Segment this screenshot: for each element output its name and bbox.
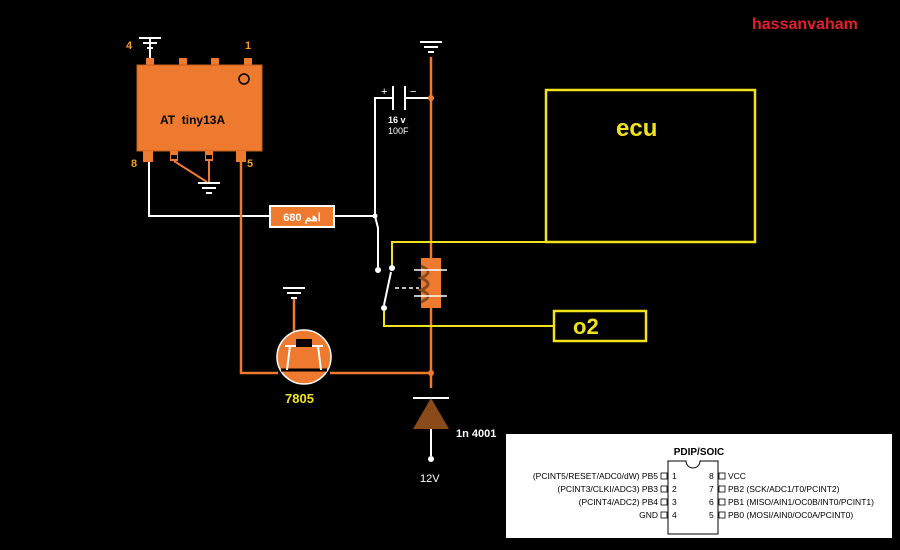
relay-coil	[414, 258, 447, 308]
pinout-left-name-4: GND	[639, 510, 658, 520]
mcu-attiny13a	[136, 58, 263, 162]
regulator-ground-icon	[283, 287, 305, 299]
yellow-wires	[383, 241, 554, 327]
capacitor-minus: −	[410, 86, 416, 98]
capacitor	[392, 86, 431, 110]
top-right-ground-icon	[420, 41, 442, 53]
resistor	[269, 205, 335, 228]
pinout-right-name-6: PB1 (MISO/AIN1/OC0B/INT0/PCINT1)	[728, 497, 874, 507]
pinout-right-num-6: 6	[709, 497, 714, 507]
pinout-title: PDIP/SOIC	[674, 447, 725, 458]
pinout-left-name-1: (PCINT5/RESET/ADC0/dW) PB5	[533, 471, 658, 481]
mcu-pin-label-1: 1	[245, 40, 251, 52]
o2-label: o2	[573, 314, 599, 339]
watermark-text: hassanvaham	[752, 16, 858, 33]
pinout-right-name-7: PB2 (SCK/ADC1/T0/PCINT2)	[728, 484, 840, 494]
rail-dot	[428, 95, 434, 101]
capacitor-voltage: 16 v	[388, 115, 406, 125]
capacitor-value: 100F	[388, 126, 409, 136]
pinout-right-num-7: 7	[709, 484, 714, 494]
mcu-pin-label-5: 5	[247, 158, 253, 170]
regulator-label: 7805	[285, 391, 314, 406]
pinout-right-num-5: 5	[709, 510, 714, 520]
pinout-right-name-8: VCC	[728, 471, 746, 481]
ecu-label: ecu	[616, 115, 657, 142]
mcu-pin-label-4: 4	[126, 40, 133, 52]
pinout-left-num-2: 2	[672, 484, 677, 494]
pinout-diagram: PDIP/SOIC (PCINT5/RESET/ADC0/dW) PB5 (PC…	[506, 434, 892, 538]
supply-label: 12V	[420, 473, 440, 485]
regulator-7805	[276, 329, 332, 385]
white-wires	[148, 97, 393, 267]
pinout-left-name-3: (PCINT4/ADC2) PB4	[579, 497, 659, 507]
relay-switch	[375, 265, 419, 311]
capacitor-plus: +	[381, 86, 387, 98]
diode-label: 1n 4001	[456, 428, 496, 440]
pinout-left-num-4: 4	[672, 510, 677, 520]
resistor-label: 680 اهم	[283, 212, 321, 224]
pinout-chip-outline	[667, 460, 719, 535]
mcu-pin-label-8: 8	[131, 158, 137, 170]
mcu-bottom-ground-icon	[198, 182, 220, 194]
ecu-box	[544, 88, 757, 244]
pinout-left-name-2: (PCINT3/CLKI/ADC3) PB3	[557, 484, 658, 494]
junction-dot	[372, 213, 378, 219]
mcu-label: AT tiny13A	[160, 113, 225, 127]
mcu-top-ground-icon	[139, 37, 161, 58]
mcu-ground-wires	[173, 160, 210, 183]
pinout-right-name-5: PB0 (MOSI/AIN0/OC0A/PCINT0)	[728, 510, 853, 520]
o2-box	[552, 309, 648, 343]
pinout-left-num-1: 1	[672, 471, 677, 481]
rail-junction	[428, 370, 434, 376]
pinout-right-num-8: 8	[709, 471, 714, 481]
pinout-left-num-3: 3	[672, 497, 677, 507]
diode	[413, 397, 449, 462]
